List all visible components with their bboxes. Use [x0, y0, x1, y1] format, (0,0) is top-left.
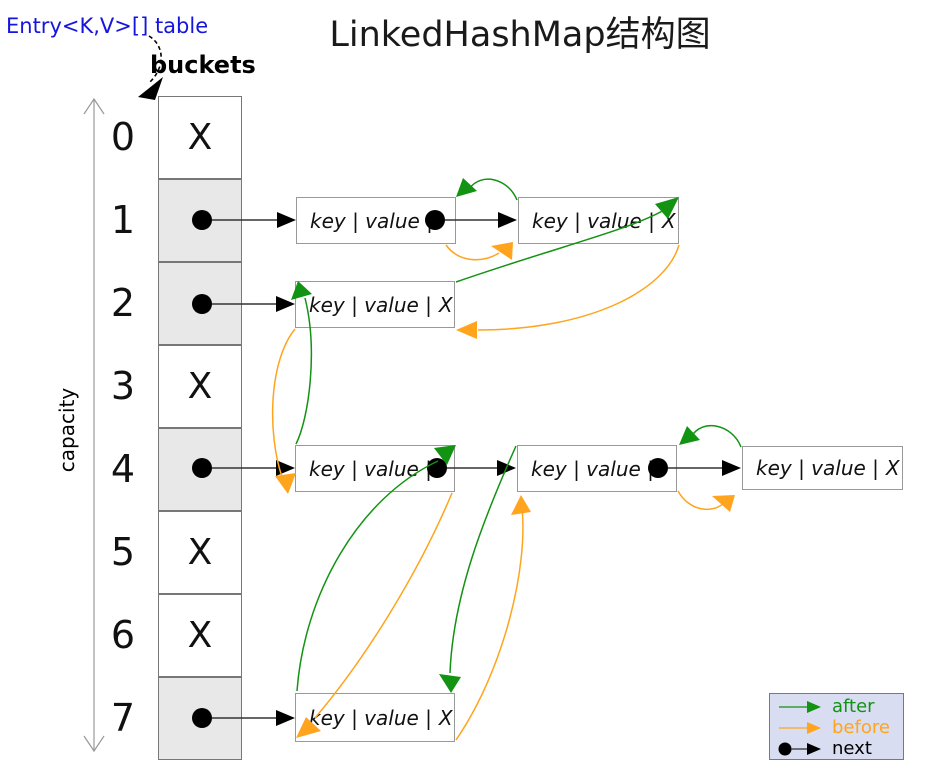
null-next-marker: X	[885, 456, 900, 480]
bucket-cell-0: X	[158, 96, 242, 179]
arrowhead-icon	[276, 296, 295, 312]
buckets-label: buckets	[150, 51, 256, 79]
after-arrow-row1-gap	[456, 178, 518, 201]
before-arrow-row4-gap	[677, 490, 735, 512]
legend-label-after: after	[832, 696, 875, 717]
bucket-index-4: 4	[110, 447, 136, 491]
bucket-index-6: 6	[110, 613, 136, 657]
arrowhead-icon	[456, 178, 477, 197]
before-arrow-entry2a-to-4a	[271, 328, 296, 494]
legend: after before next	[769, 693, 904, 760]
bucket-index-5: 5	[110, 530, 136, 574]
empty-marker: X	[187, 117, 213, 158]
legend-row-next: next	[777, 738, 903, 759]
empty-marker: X	[187, 532, 213, 573]
entry-label: key | value |	[309, 456, 432, 481]
arrowhead-icon	[439, 674, 461, 693]
empty-marker: X	[187, 615, 213, 656]
legend-label-next: next	[832, 738, 872, 759]
before-arrow-entry7a-to-4b	[455, 495, 531, 741]
entry-label: key | value |	[756, 456, 879, 480]
legend-row-before: before	[777, 717, 903, 738]
arrowhead-icon	[277, 212, 296, 228]
null-next-marker: X	[438, 705, 453, 730]
null-next-marker: X	[661, 208, 676, 233]
bucket-index-3: 3	[110, 364, 136, 408]
arrowhead-icon	[679, 426, 700, 445]
capacity-axis-label: capacity	[55, 387, 79, 473]
bucket-index-7: 7	[110, 696, 136, 740]
arrowhead-icon	[491, 242, 513, 260]
before-arrow-row1-gap	[445, 242, 513, 261]
page-title: LinkedHashMap结构图	[329, 15, 711, 55]
legend-label-before: before	[832, 717, 890, 738]
bucket-index-0: 0	[110, 115, 136, 159]
bucket-index-2: 2	[110, 281, 136, 325]
empty-marker: X	[187, 366, 213, 407]
bucket-cell-2	[158, 262, 242, 345]
after-arrow-row4-gap	[679, 425, 742, 448]
entry-node-bucket7-1: key | value |X	[295, 693, 455, 742]
arrowhead-icon	[511, 495, 531, 515]
entry-node-bucket4-2: key | value |	[517, 445, 677, 492]
arrowhead-icon	[275, 473, 296, 494]
next-pointer-icon	[778, 742, 821, 755]
entry-node-bucket4-3: key | value |X	[742, 446, 903, 490]
entry-label: key | value |	[531, 456, 654, 481]
entry-table-label: Entry<K,V>[] table	[6, 14, 209, 38]
arrowhead-icon	[497, 460, 516, 476]
arrowhead-icon	[276, 710, 295, 726]
entry-label: key | value |	[532, 208, 655, 233]
entry-label: key | value |	[310, 208, 433, 233]
bucket-cell-5: X	[158, 511, 242, 594]
bucket-cell-7	[158, 677, 242, 760]
entry-node-bucket2-1: key | value |X	[295, 281, 455, 328]
bucket-cell-3: X	[158, 345, 242, 428]
entry-node-bucket1-1: key | value |	[296, 197, 456, 244]
arrowhead-icon	[276, 460, 295, 476]
before-arrow-entry1b-to-2a	[456, 244, 680, 339]
null-next-marker: X	[438, 292, 453, 317]
arrowhead-icon	[722, 460, 741, 476]
arrowhead-icon	[712, 495, 735, 512]
legend-row-after: after	[777, 696, 903, 717]
entry-label: key | value |	[309, 705, 432, 730]
after-arrow-icon	[779, 700, 821, 713]
bucket-cell-6: X	[158, 594, 242, 677]
entry-node-bucket4-1: key | value |	[295, 445, 455, 492]
arrowhead-icon	[498, 212, 517, 228]
arrowhead-icon	[456, 321, 477, 339]
entry-node-bucket1-2: key | value |X	[518, 197, 679, 244]
entry-label: key | value |	[309, 292, 432, 317]
bucket-cell-1	[158, 179, 242, 262]
bucket-index-1: 1	[110, 198, 136, 242]
bucket-cell-4	[158, 428, 242, 511]
before-arrow-icon	[779, 721, 821, 734]
